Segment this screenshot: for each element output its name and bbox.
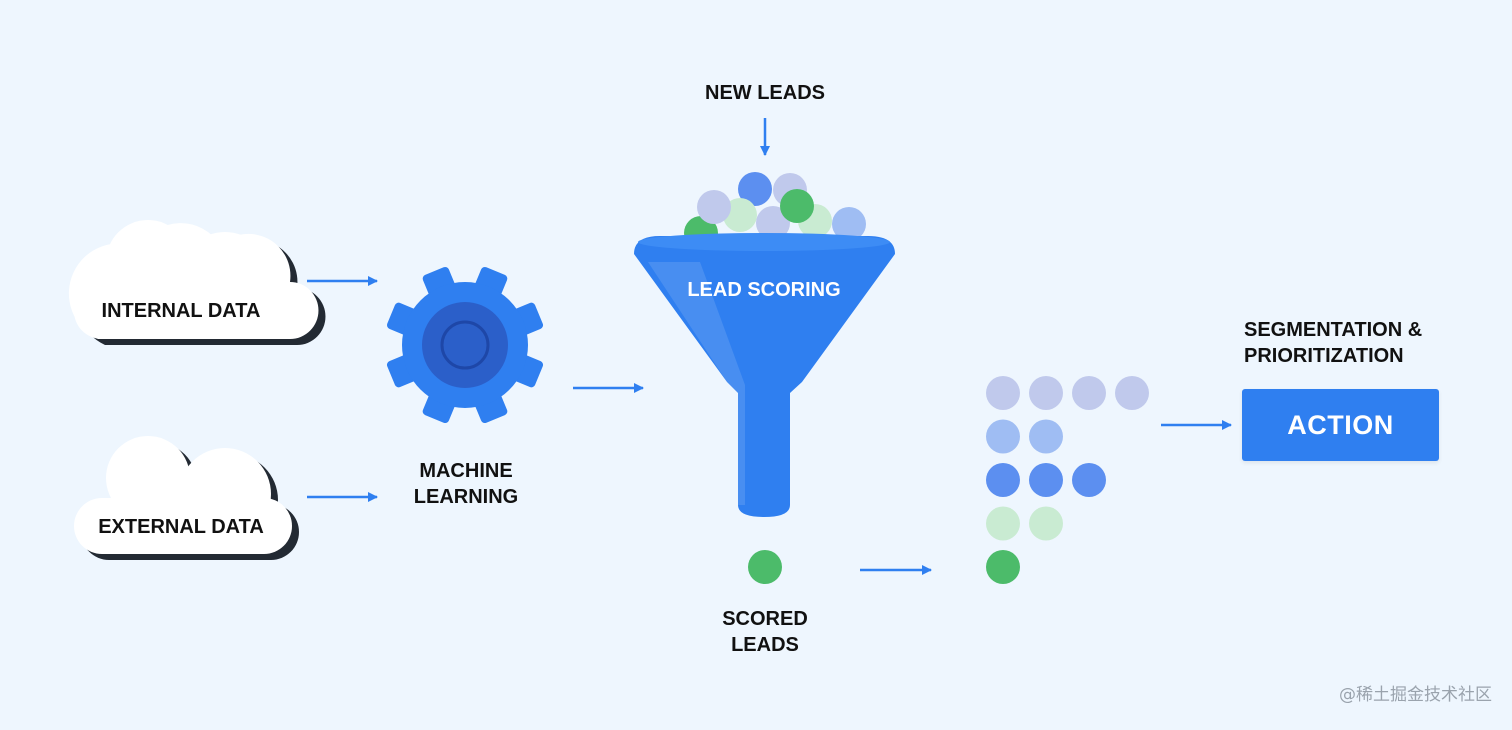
external-data-label: EXTERNAL DATA (98, 516, 264, 538)
lead-ball (697, 190, 731, 224)
scored-leads-line: SCORED (722, 608, 808, 630)
segment-ball (1029, 376, 1063, 410)
lead-scoring-label: LEAD SCORING (687, 279, 841, 301)
segment-ball (1072, 463, 1106, 497)
funnel-icon (634, 233, 895, 517)
segmentation-grid (986, 376, 1149, 584)
watermark: @稀土掘金技术社区 (1339, 685, 1492, 705)
lead-ball (723, 198, 757, 232)
gear-icon (386, 266, 544, 424)
lead-ball (832, 207, 866, 241)
lead-ball (756, 206, 790, 240)
lead-ball (780, 189, 814, 223)
segment-ball (1029, 419, 1063, 454)
scored-leads-line: LEADS (731, 634, 799, 656)
segmentation-line: SEGMENTATION & (1244, 319, 1423, 341)
internal-data-label: INTERNAL DATA (101, 300, 261, 322)
segment-ball (986, 419, 1020, 454)
new-leads-balls (684, 172, 866, 250)
segment-ball (1072, 376, 1106, 410)
segment-ball (986, 376, 1020, 410)
machine-learning-line: MACHINE (419, 460, 513, 482)
machine-learning-line: LEARNING (413, 486, 519, 508)
segment-ball (1029, 506, 1063, 541)
new-leads-label: NEW LEADS (705, 82, 825, 104)
cloud-icon (68, 220, 326, 345)
segment-ball (986, 506, 1020, 541)
lead-ball (738, 172, 772, 206)
segment-ball (1115, 376, 1149, 410)
segment-ball (1029, 463, 1063, 497)
segment-ball (986, 463, 1020, 497)
machine-learning-label: MACHINE LEARNING (366, 458, 566, 510)
scored-leads-label: SCORED LEADS (665, 606, 865, 658)
segmentation-prioritization-label: SEGMENTATION & PRIORITIZATION (1244, 317, 1422, 369)
segment-ball (986, 550, 1020, 584)
action-button[interactable]: ACTION (1242, 389, 1439, 461)
scored-lead-ball (748, 550, 782, 584)
cloud-icon (74, 436, 299, 560)
action-label: ACTION (1287, 409, 1394, 440)
segmentation-line: PRIORITIZATION (1244, 345, 1404, 367)
